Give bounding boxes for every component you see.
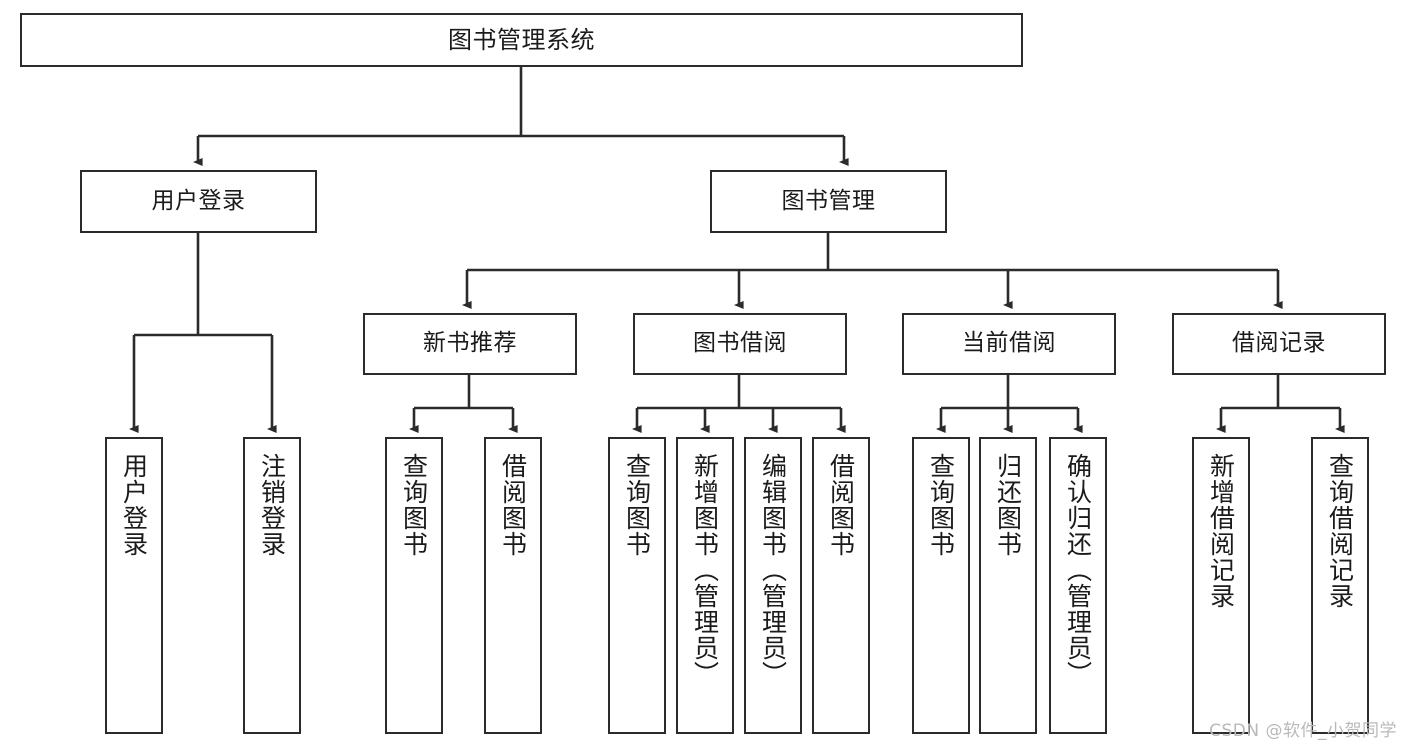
node-label: 新书推荐 (423, 330, 517, 357)
leaf-user-login-login[interactable]: 用户登录 (105, 437, 163, 734)
leaf-new-book-borrow-books[interactable]: 借阅图书 (484, 437, 542, 734)
node-new-book-recommendation[interactable]: 新书推荐 (363, 313, 577, 375)
node-label: 查询图书 (399, 453, 429, 557)
node-label: 查询借阅记录 (1325, 453, 1355, 609)
node-label: 归还图书 (993, 453, 1023, 557)
node-borrow-records[interactable]: 借阅记录 (1172, 313, 1386, 375)
node-current-borrowing[interactable]: 当前借阅 (902, 313, 1116, 375)
node-label: 查询图书 (622, 453, 652, 557)
leaf-current-borrow-confirm-return-admin[interactable]: 确认归还（管理员） (1049, 437, 1107, 734)
leaf-user-login-logout[interactable]: 注销登录 (243, 437, 301, 734)
node-label: 图书管理 (781, 187, 876, 214)
node-label: 新增图书（管理员） (690, 453, 720, 687)
node-user-login[interactable]: 用户登录 (80, 170, 317, 233)
leaf-current-borrow-return-books[interactable]: 归还图书 (979, 437, 1037, 734)
leaf-book-borrow-borrow-books[interactable]: 借阅图书 (812, 437, 870, 734)
node-label: 新增借阅记录 (1206, 453, 1236, 609)
node-label: 确认归还（管理员） (1063, 453, 1093, 687)
node-label: 用户登录 (151, 187, 246, 214)
node-book-management[interactable]: 图书管理 (710, 170, 947, 233)
node-book-borrowing[interactable]: 图书借阅 (633, 313, 847, 375)
leaf-book-borrow-edit-book-admin[interactable]: 编辑图书（管理员） (744, 437, 802, 734)
node-label: 借阅图书 (498, 453, 528, 557)
node-label: 借阅图书 (826, 453, 856, 557)
node-label: 图书管理系统 (448, 25, 595, 54)
node-label: 当前借阅 (962, 330, 1056, 357)
node-label: 注销登录 (257, 453, 287, 557)
leaf-book-borrow-query-books[interactable]: 查询图书 (608, 437, 666, 734)
node-root-book-management-system[interactable]: 图书管理系统 (20, 13, 1023, 67)
node-label: 借阅记录 (1232, 330, 1326, 357)
node-label: 查询图书 (926, 453, 956, 557)
leaf-new-book-query-books[interactable]: 查询图书 (385, 437, 443, 734)
leaf-borrow-record-query-record[interactable]: 查询借阅记录 (1311, 437, 1369, 734)
node-label: 编辑图书（管理员） (758, 453, 788, 687)
leaf-current-borrow-query-books[interactable]: 查询图书 (912, 437, 970, 734)
watermark-text: CSDN @软件_小贺同学 (1209, 721, 1397, 741)
node-label: 用户登录 (119, 453, 149, 557)
leaf-borrow-record-add-record[interactable]: 新增借阅记录 (1192, 437, 1250, 734)
leaf-book-borrow-add-book-admin[interactable]: 新增图书（管理员） (676, 437, 734, 734)
node-label: 图书借阅 (693, 330, 787, 357)
